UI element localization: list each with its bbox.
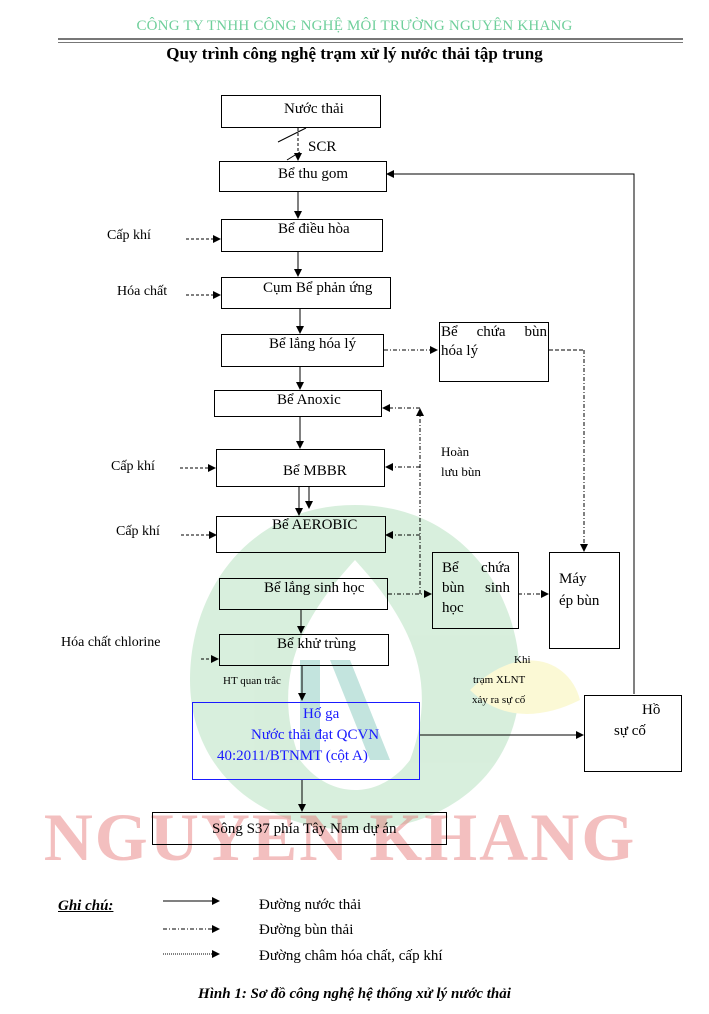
node-be-lang-hoa-ly: Bể lắng hóa lý [221, 334, 384, 367]
legend-label-dashdot: Đường bùn thải [259, 922, 354, 938]
node-be-aerobic: Bể AEROBIC [216, 516, 386, 553]
label-khi-1: Khi [514, 654, 531, 666]
arrow-ho-su-co-to-thu-gom [386, 170, 635, 694]
label-hoa-chat-chlorine: Hóa chất chlorine [61, 635, 161, 650]
label-scr: SCR [308, 139, 337, 155]
label-hoa-chat: Hóa chất [117, 284, 168, 299]
node-nuoc-thai: Nước thải [221, 95, 381, 128]
node-be-khu-trung: Bể khử trùng [219, 634, 389, 666]
node-cum-be-phan-ung: Cụm Bể phản ứng [221, 277, 391, 309]
legend-label-solid: Đường nước thải [259, 897, 362, 913]
header-rule [58, 38, 683, 40]
node-be-chua-bun-hoa-ly: Bể chứa bùn hóa lý [439, 322, 549, 382]
label-khi-2: trạm XLNT [473, 674, 526, 686]
node-song-s37: Sông S37 phía Tây Nam dự án [152, 812, 447, 845]
scr-slash-2 [286, 151, 301, 161]
node-ho-ga: Hố ga Nước thải đạt QCVN 40:2011/BTNMT (… [192, 702, 420, 780]
node-be-lang-sinh-hoc: Bể lắng sinh học [219, 578, 388, 610]
label-hoan-luu-1: Hoàn [441, 444, 470, 459]
legend-title: Ghi chú: [58, 898, 114, 914]
node-may-ep-bun: Máy ép bùn [549, 552, 620, 649]
node-be-anoxic: Bể Anoxic [214, 390, 382, 417]
label-ht-quan-trac: HT quan trắc [223, 675, 281, 687]
figure-caption: Hình 1: Sơ đồ công nghệ hệ thống xử lý n… [198, 986, 511, 1002]
label-khi-3: xảy ra sự cố [472, 694, 526, 706]
label-hoan-luu-2: lưu bùn [441, 464, 481, 479]
header-rule-thin [58, 42, 683, 43]
page-title: Quy trình công nghệ trạm xử lý nước thải… [166, 44, 543, 63]
label-cap-khi-1: Cấp khí [107, 228, 151, 243]
scr-slash [277, 127, 307, 143]
node-be-chua-bun-sinh-hoc: Bể chứa bùn sinh học [432, 552, 519, 629]
label-cap-khi-2: Cấp khí [111, 459, 155, 474]
node-be-mbbr: Bể MBBR [216, 449, 385, 487]
node-be-dieu-hoa: Bể điều hòa [221, 219, 383, 252]
node-be-thu-gom: Bể thu gom [219, 161, 387, 192]
label-cap-khi-3: Cấp khí [116, 524, 160, 539]
legend-label-dotted: Đường châm hóa chất, cấp khí [259, 948, 443, 964]
company-name: CÔNG TY TNHH CÔNG NGHỆ MÔI TRƯỜNG NGUYÊN… [136, 18, 573, 34]
node-ho-su-co: Hồ sự cố [584, 695, 682, 772]
